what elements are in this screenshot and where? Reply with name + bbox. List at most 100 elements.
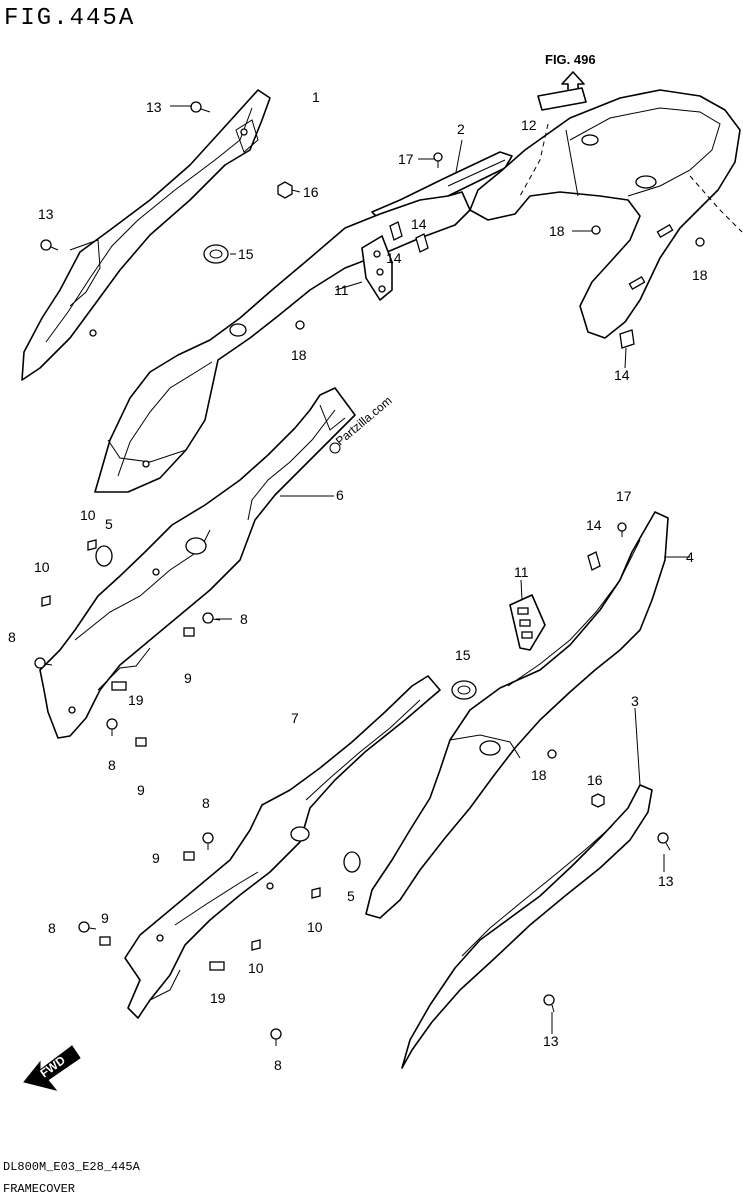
bolt-icon[interactable] [547, 749, 557, 759]
nut-icon[interactable] [591, 793, 605, 808]
clip-icon[interactable] [209, 961, 225, 971]
grommet-icon[interactable] [451, 680, 477, 700]
clip-icon[interactable] [415, 233, 429, 253]
clip-icon[interactable] [619, 329, 635, 349]
callout-18[interactable]: 18 [531, 767, 547, 783]
callout-12[interactable]: 12 [521, 117, 537, 133]
callout-14[interactable]: 14 [386, 250, 402, 266]
slot-icon [628, 276, 646, 290]
part-6-side-cover-left-middle[interactable] [39, 387, 356, 739]
screw-icon[interactable] [543, 994, 555, 1013]
bolt-icon[interactable] [34, 657, 53, 669]
callout-10[interactable]: 10 [248, 960, 264, 976]
nut-icon[interactable] [183, 627, 195, 637]
callout-16[interactable]: 16 [587, 772, 603, 788]
nut-icon[interactable] [277, 181, 293, 199]
cushion-icon[interactable] [343, 851, 361, 873]
callout-18[interactable]: 18 [291, 347, 307, 363]
bolt-icon[interactable] [695, 237, 705, 247]
hole-icon [373, 250, 381, 258]
part-11-bracket-lower[interactable] [509, 594, 546, 651]
callout-14[interactable]: 14 [614, 367, 630, 383]
hole-icon [378, 285, 386, 293]
part-12-rear-frame[interactable] [469, 87, 743, 339]
callout-11[interactable]: 11 [334, 282, 349, 298]
callout-6[interactable]: 6 [336, 487, 344, 503]
grommet-icon[interactable] [203, 244, 229, 264]
bolt-icon[interactable] [270, 1028, 282, 1046]
screw-icon[interactable] [433, 152, 443, 168]
cushion-icon[interactable] [95, 545, 113, 567]
clip-icon[interactable] [389, 221, 403, 241]
callout-1[interactable]: 1 [312, 89, 320, 105]
callout-4[interactable]: 4 [686, 549, 694, 565]
callout-7[interactable]: 7 [291, 710, 299, 726]
bolt-icon[interactable] [295, 320, 305, 330]
part-7-side-cover-left-lower[interactable] [124, 675, 441, 1019]
callout-17[interactable]: 17 [616, 488, 632, 504]
callout-13[interactable]: 13 [658, 873, 674, 889]
callout-8[interactable]: 8 [202, 795, 210, 811]
part-11-bracket-upper[interactable] [361, 235, 393, 301]
screw-icon[interactable] [657, 832, 671, 851]
callout-18[interactable]: 18 [549, 223, 565, 239]
screw-icon[interactable] [617, 522, 627, 537]
callout-8[interactable]: 8 [8, 629, 16, 645]
callout-3[interactable]: 3 [631, 693, 639, 709]
figure-reference[interactable]: FIG. 496 [545, 52, 596, 96]
callout-2[interactable]: 2 [457, 121, 465, 137]
clip-icon[interactable] [311, 887, 321, 899]
callout-15[interactable]: 15 [455, 647, 471, 663]
callout-9[interactable]: 9 [137, 782, 145, 798]
callout-13[interactable]: 13 [543, 1033, 559, 1049]
callout-10[interactable]: 10 [307, 919, 323, 935]
bolt-icon[interactable] [591, 225, 601, 235]
callout-8[interactable]: 8 [108, 757, 116, 773]
clip-icon[interactable] [251, 939, 261, 951]
upper-main-cover[interactable] [94, 191, 471, 493]
fasteners [34, 101, 705, 1046]
figure-reference-label: FIG. 496 [545, 52, 596, 67]
hole-icon [266, 882, 274, 890]
callout-13[interactable]: 13 [38, 206, 54, 222]
callout-9[interactable]: 9 [101, 910, 109, 926]
screw-icon[interactable] [40, 239, 59, 251]
bolt-icon[interactable] [202, 832, 214, 850]
callout-14[interactable]: 14 [586, 517, 602, 533]
callout-5[interactable]: 5 [105, 516, 113, 532]
nut-icon[interactable] [135, 737, 147, 747]
part-3-side-cover-right-lower[interactable] [401, 784, 653, 1069]
callout-18[interactable]: 18 [692, 267, 708, 283]
bolt-icon[interactable] [106, 718, 118, 736]
callout-10[interactable]: 10 [80, 507, 96, 523]
screw-icon[interactable] [190, 101, 211, 113]
nut-icon[interactable] [183, 851, 195, 861]
callout-8[interactable]: 8 [274, 1057, 282, 1073]
callout-8[interactable]: 8 [48, 920, 56, 936]
callout-9[interactable]: 9 [152, 850, 160, 866]
bolt-icon[interactable] [202, 612, 221, 624]
callout-19[interactable]: 19 [210, 990, 226, 1006]
callout-11[interactable]: 11 [514, 564, 529, 580]
part-4-side-cover-right-upper[interactable] [365, 511, 669, 919]
callout-10[interactable]: 10 [34, 559, 50, 575]
clip-icon[interactable] [111, 681, 127, 691]
clip-icon[interactable] [587, 551, 601, 571]
callout-19[interactable]: 19 [128, 692, 144, 708]
callout-9[interactable]: 9 [184, 670, 192, 686]
callout-15[interactable]: 15 [238, 246, 254, 262]
nut-icon[interactable] [99, 936, 111, 946]
callout-17[interactable]: 17 [398, 151, 414, 167]
part-1-side-cover-upper-left[interactable] [21, 89, 271, 381]
callout-14[interactable]: 14 [411, 216, 427, 232]
bolt-icon[interactable] [78, 921, 97, 933]
callout-13[interactable]: 13 [146, 99, 162, 115]
clip-icon[interactable] [41, 595, 51, 607]
leader-lines [170, 105, 690, 1034]
callout-5[interactable]: 5 [347, 888, 355, 904]
label-plate-icon [537, 87, 587, 111]
callout-8[interactable]: 8 [240, 611, 248, 627]
callout-16[interactable]: 16 [303, 184, 319, 200]
clip-icon[interactable] [87, 539, 97, 551]
